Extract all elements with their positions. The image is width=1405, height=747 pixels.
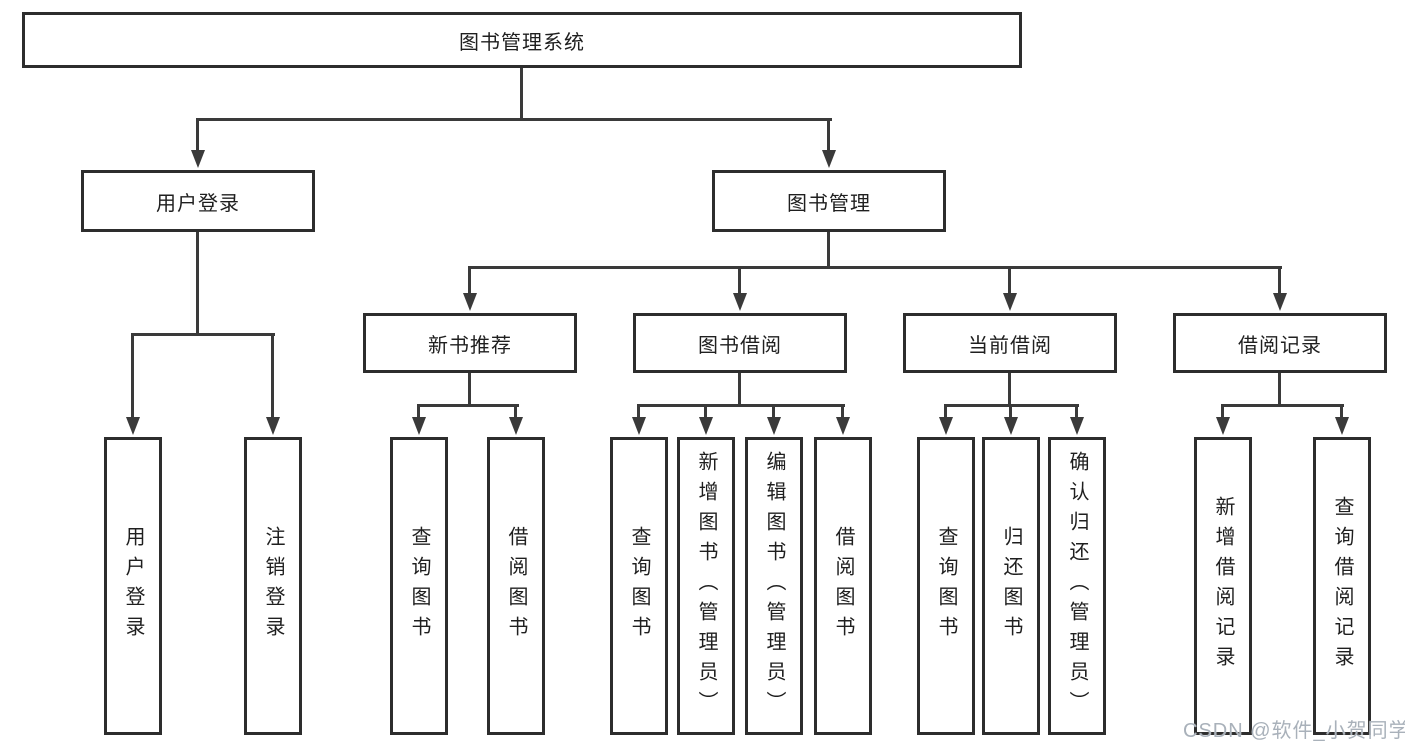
arrowhead-down-icon xyxy=(463,293,477,311)
connector-stem xyxy=(1008,266,1011,293)
connector-stem xyxy=(841,404,844,417)
leaf-logout: 注销登录 xyxy=(244,437,302,735)
connector-stem xyxy=(1008,373,1011,404)
connector-stem xyxy=(417,404,420,417)
leaf-query-borrow-record: 查询借阅记录 xyxy=(1313,437,1371,735)
leaf-return-books: 归还图书 xyxy=(982,437,1040,735)
leaf-label: 编辑图书（管理员） xyxy=(763,451,785,721)
connector-stem xyxy=(772,404,775,417)
node-new-book-recommendation: 新书推荐 xyxy=(363,313,577,373)
leaf-query-books-borrow: 查询图书 xyxy=(610,437,668,735)
leaf-label: 确认归还（管理员） xyxy=(1066,451,1088,721)
node-label: 借阅记录 xyxy=(1238,334,1322,357)
node-book-borrowing: 图书借阅 xyxy=(633,313,847,373)
leaf-add-borrow-record: 新增借阅记录 xyxy=(1194,437,1252,735)
leaf-label: 归还图书 xyxy=(1000,526,1022,646)
leaf-user-login: 用户登录 xyxy=(104,437,162,735)
connector-stem xyxy=(704,404,707,417)
connector-root-stem xyxy=(520,68,523,118)
leaf-label: 查询图书 xyxy=(628,526,650,646)
node-library-management-system: 图书管理系统 xyxy=(22,12,1022,68)
arrowhead-down-icon xyxy=(1335,417,1349,435)
leaf-label: 查询借阅记录 xyxy=(1331,496,1353,676)
arrowhead-down-icon xyxy=(1003,293,1017,311)
arrowhead-down-icon xyxy=(1004,417,1018,435)
node-borrowing-records: 借阅记录 xyxy=(1173,313,1387,373)
connector-stem xyxy=(271,333,274,417)
node-label: 图书借阅 xyxy=(698,334,782,357)
node-label: 用户登录 xyxy=(156,192,240,215)
connector-stem xyxy=(827,118,830,150)
connector-stem xyxy=(738,373,741,404)
leaf-label: 新增图书（管理员） xyxy=(695,451,717,721)
connector-stem xyxy=(1278,266,1281,293)
node-current-borrowing: 当前借阅 xyxy=(903,313,1117,373)
connector-stem xyxy=(196,118,199,150)
arrowhead-down-icon xyxy=(266,417,280,435)
connector-branch xyxy=(637,404,845,407)
connector-stem xyxy=(196,232,199,333)
leaf-borrow-books-recommend: 借阅图书 xyxy=(487,437,545,735)
connector-stem xyxy=(637,404,640,417)
connector-root-branch xyxy=(196,118,832,121)
connector-branch xyxy=(417,404,519,407)
leaf-label: 新增借阅记录 xyxy=(1212,496,1234,676)
connector-stem xyxy=(1278,373,1281,404)
arrowhead-down-icon xyxy=(822,150,836,168)
leaf-label: 查询图书 xyxy=(408,526,430,646)
arrowhead-down-icon xyxy=(733,293,747,311)
node-label: 新书推荐 xyxy=(428,334,512,357)
connector-stem xyxy=(131,333,134,417)
connector-branch xyxy=(468,266,1282,269)
node-label: 图书管理 xyxy=(787,192,871,215)
arrowhead-down-icon xyxy=(412,417,426,435)
arrowhead-down-icon xyxy=(1070,417,1084,435)
connector-stem xyxy=(827,232,830,266)
leaf-confirm-return-admin: 确认归还（管理员） xyxy=(1048,437,1106,735)
connector-stem xyxy=(1009,404,1012,417)
connector-stem xyxy=(1075,404,1078,417)
leaf-edit-books-admin: 编辑图书（管理员） xyxy=(745,437,803,735)
arrowhead-down-icon xyxy=(632,417,646,435)
leaf-query-books-recommend: 查询图书 xyxy=(390,437,448,735)
arrowhead-down-icon xyxy=(191,150,205,168)
connector-stem xyxy=(1221,404,1224,417)
leaf-add-books-admin: 新增图书（管理员） xyxy=(677,437,735,735)
arrowhead-down-icon xyxy=(939,417,953,435)
connector-branch xyxy=(131,333,275,336)
leaf-label: 借阅图书 xyxy=(505,526,527,646)
arrowhead-down-icon xyxy=(126,417,140,435)
arrowhead-down-icon xyxy=(836,417,850,435)
node-label: 图书管理系统 xyxy=(459,31,585,54)
node-user-login: 用户登录 xyxy=(81,170,315,232)
leaf-label: 注销登录 xyxy=(262,526,284,646)
leaf-borrow-books: 借阅图书 xyxy=(814,437,872,735)
connector-stem xyxy=(468,373,471,404)
leaf-label: 用户登录 xyxy=(122,526,144,646)
arrowhead-down-icon xyxy=(1273,293,1287,311)
csdn-watermark: CSDN @软件_小贺同学 xyxy=(1183,720,1405,742)
connector-branch xyxy=(1221,404,1344,407)
node-book-management: 图书管理 xyxy=(712,170,946,232)
connector-stem xyxy=(468,266,471,293)
connector-stem xyxy=(1340,404,1343,417)
node-label: 当前借阅 xyxy=(968,334,1052,357)
arrowhead-down-icon xyxy=(699,417,713,435)
connector-stem xyxy=(738,266,741,293)
arrowhead-down-icon xyxy=(767,417,781,435)
leaf-query-books-current: 查询图书 xyxy=(917,437,975,735)
leaf-label: 查询图书 xyxy=(935,526,957,646)
connector-stem xyxy=(514,404,517,417)
arrowhead-down-icon xyxy=(1216,417,1230,435)
connector-stem xyxy=(944,404,947,417)
arrowhead-down-icon xyxy=(509,417,523,435)
leaf-label: 借阅图书 xyxy=(832,526,854,646)
